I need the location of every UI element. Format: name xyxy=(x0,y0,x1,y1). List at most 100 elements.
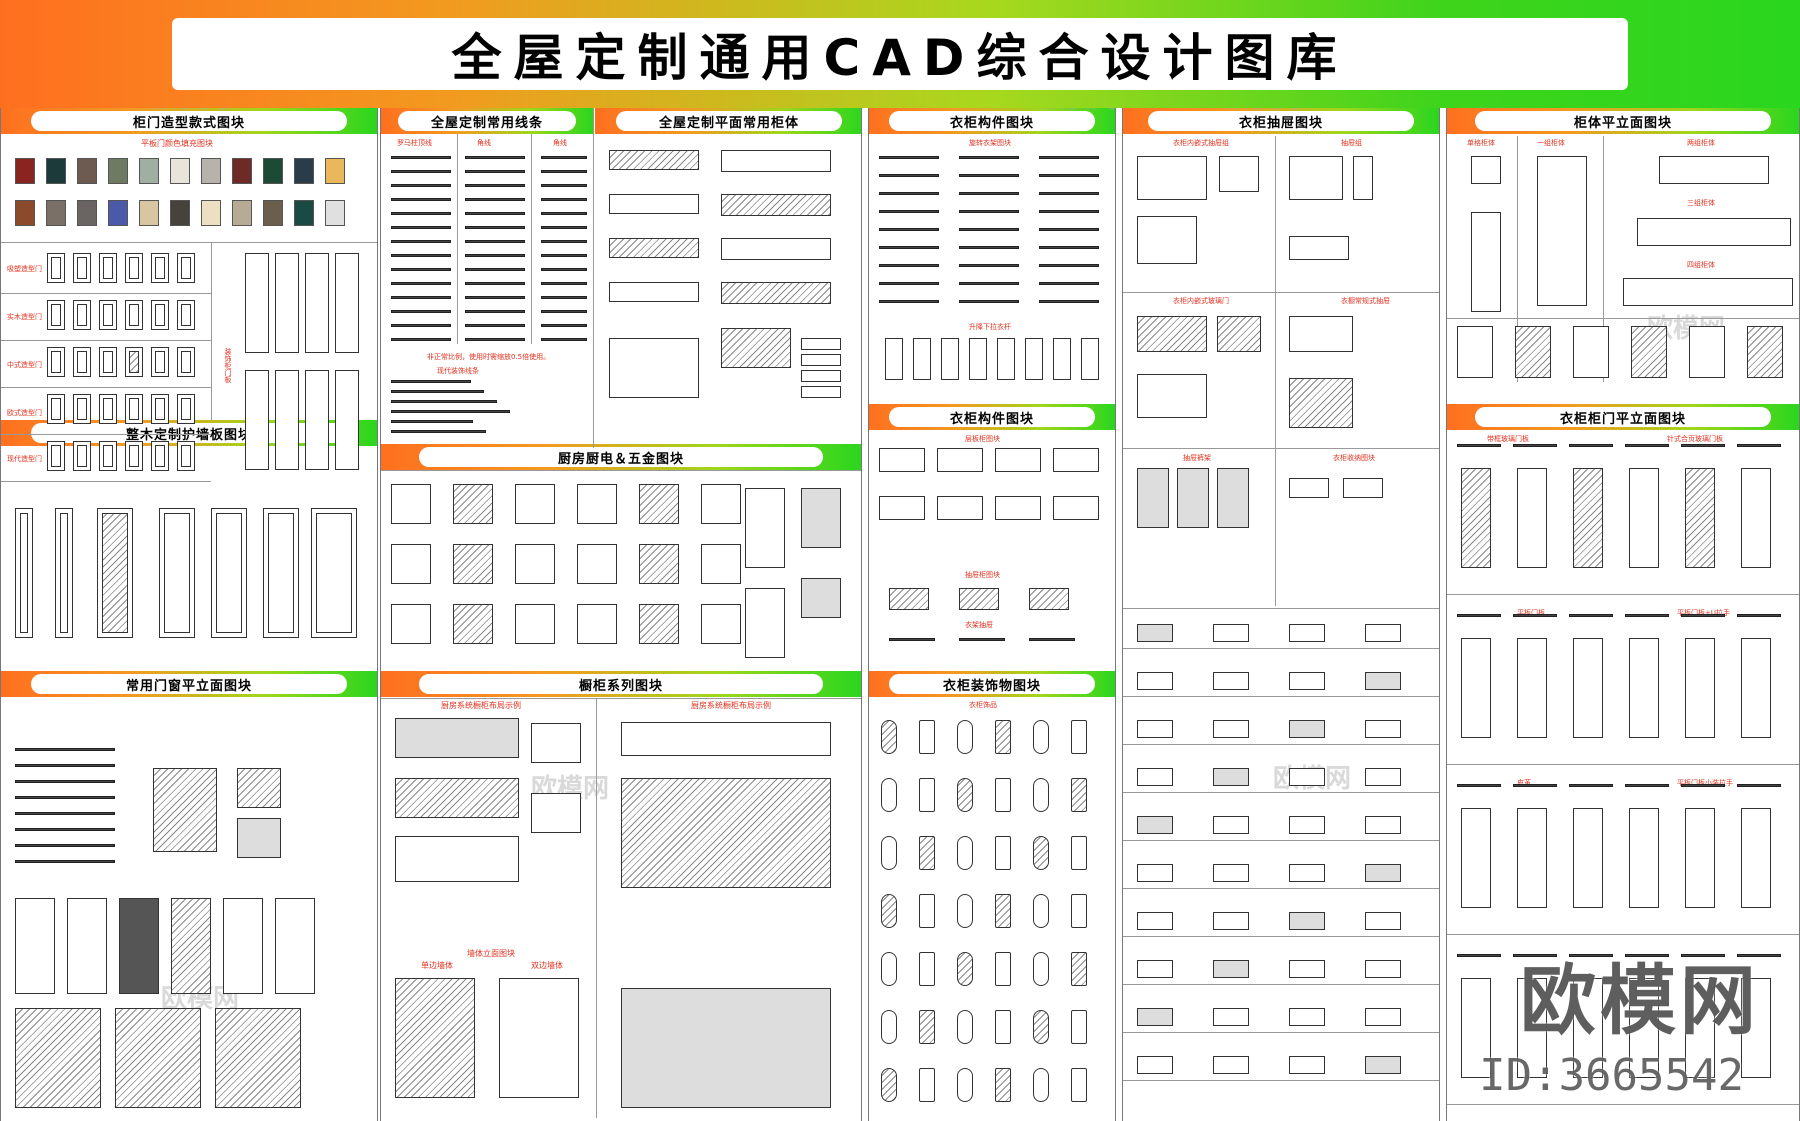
rail-part xyxy=(879,282,939,285)
pants-rack xyxy=(1217,468,1249,528)
door-plan xyxy=(1737,614,1781,617)
door-label: 针式合页玻璃门板 xyxy=(1667,435,1723,443)
door-plan xyxy=(1513,444,1557,447)
divider xyxy=(1,242,377,243)
door-style xyxy=(99,441,117,471)
ornament xyxy=(957,778,973,812)
wall-cabinet xyxy=(621,722,831,756)
kitchen-block xyxy=(453,604,493,644)
divider xyxy=(1275,136,1276,606)
ornament xyxy=(881,952,897,986)
moulding-line xyxy=(391,268,451,271)
rail-part xyxy=(959,210,1019,213)
rail-part xyxy=(879,192,939,195)
moulding-line xyxy=(541,156,587,159)
page-title: 全屋定制通用CAD综合设计图库 xyxy=(451,29,1349,87)
moulding-line xyxy=(541,212,587,215)
ornament xyxy=(1071,836,1087,870)
drawer-elevation xyxy=(1289,624,1325,642)
window-line xyxy=(15,764,115,767)
rail-part xyxy=(879,246,939,249)
plan-cabinet xyxy=(801,354,841,366)
ornament xyxy=(1033,720,1049,754)
sliding-door xyxy=(215,1008,301,1108)
kitchen-block xyxy=(391,604,431,644)
part-label: 层板柜图块 xyxy=(965,435,1000,443)
door-style xyxy=(177,253,195,283)
door-style xyxy=(151,394,169,424)
door-plan xyxy=(1737,444,1781,447)
column-cabinet-doors: 柜门造型款式图块 平板门颜色填充图块 吸塑造型门 实木造型门 中式造型门 欧式造… xyxy=(0,108,378,1121)
wardrobe-door xyxy=(1517,978,1547,1078)
wardrobe-door xyxy=(1741,468,1771,568)
kitchen-label: 墙体立面图块 xyxy=(467,949,515,958)
moulding-line xyxy=(541,296,587,299)
rail-part xyxy=(959,264,1019,267)
drawer-elevation xyxy=(1365,768,1401,786)
pull-down-rail xyxy=(885,338,903,380)
ornament xyxy=(919,778,935,812)
section-header: 常用门窗平立面图块 xyxy=(1,671,377,697)
column-drawers: 衣柜抽屉图块 衣柜内嵌式抽屉组 抽屉组 衣柜内嵌式玻璃门 衣橱常规式抽屉 抽屉裤… xyxy=(1122,108,1440,1121)
drawer-elevation xyxy=(1289,912,1325,930)
ornament xyxy=(1033,778,1049,812)
moulding-line xyxy=(465,296,525,299)
moulding-line xyxy=(391,430,486,433)
drawer-elevation xyxy=(1365,720,1401,738)
hood xyxy=(801,488,841,548)
ornament xyxy=(957,894,973,928)
rail-part xyxy=(879,210,939,213)
drawer-elevation xyxy=(1365,864,1401,882)
divider xyxy=(1123,608,1439,609)
cabinet-interior xyxy=(1573,326,1609,378)
kitchen-block xyxy=(639,604,679,644)
section-title: 整木定制护墙板图块 xyxy=(31,423,347,443)
ornament xyxy=(919,952,935,986)
drawer-unit xyxy=(1289,378,1353,428)
cabinet-elevation xyxy=(395,778,519,818)
oven xyxy=(745,588,785,658)
pull-down-rail xyxy=(1081,338,1099,380)
ornament xyxy=(919,1068,935,1102)
kitchen-block xyxy=(639,544,679,584)
rail-part xyxy=(959,192,1019,195)
kitchen-block xyxy=(515,484,555,524)
ornament xyxy=(881,836,897,870)
door-style xyxy=(151,300,169,330)
moulding-line xyxy=(541,254,587,257)
door-style xyxy=(47,347,65,377)
door-style xyxy=(47,394,65,424)
wardrobe-door xyxy=(1629,468,1659,568)
drawer-elevation xyxy=(1137,912,1173,930)
drawer-elevation xyxy=(1213,768,1249,786)
moulding-line xyxy=(541,198,587,201)
section-title: 橱柜系列图块 xyxy=(419,674,823,694)
moulding-line xyxy=(391,296,451,299)
color-swatch xyxy=(232,158,252,184)
drawer-elevation xyxy=(1137,1056,1173,1074)
door-label: 平板门板 xyxy=(1517,609,1545,617)
door-style xyxy=(177,300,195,330)
cabinet-elevation xyxy=(395,836,519,882)
shelf-cabinet xyxy=(1053,496,1099,520)
color-swatch xyxy=(46,158,66,184)
kitchen-block xyxy=(391,544,431,584)
rail-part xyxy=(879,156,939,159)
door-style xyxy=(73,347,91,377)
divider xyxy=(1123,696,1439,697)
section-header: 全屋定制平面常用柜体 xyxy=(595,108,861,134)
moulding-line xyxy=(391,254,451,257)
line-note: 非正常比例，使用时需缩放0.5倍使用。 xyxy=(427,353,551,361)
color-swatch xyxy=(201,158,221,184)
rail-part xyxy=(879,264,939,267)
ornament xyxy=(1033,952,1049,986)
section-title: 柜门造型款式图块 xyxy=(31,111,347,131)
color-swatch xyxy=(294,200,314,226)
moulding-line xyxy=(391,410,510,413)
door-style xyxy=(125,253,143,283)
door-style xyxy=(99,347,117,377)
moulding-line xyxy=(465,324,525,327)
drawer-elevation xyxy=(1365,672,1401,690)
shelf-cabinet xyxy=(995,448,1041,472)
ornament xyxy=(881,1010,897,1044)
